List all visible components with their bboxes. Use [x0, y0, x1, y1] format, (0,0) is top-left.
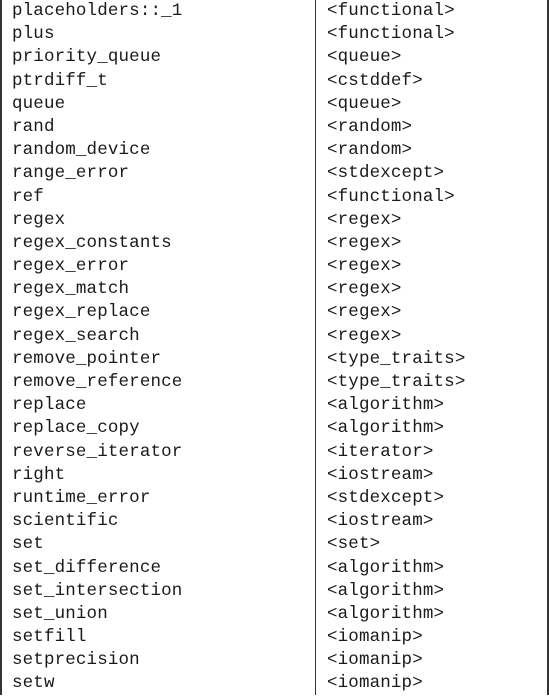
header-cell: <regex> — [327, 232, 402, 253]
name-cell: regex — [12, 209, 66, 230]
name-cell: ref — [12, 186, 44, 207]
table-row: set_difference <algorithm> — [0, 557, 549, 580]
name-cell: remove_reference — [12, 372, 183, 392]
table-row: random_device <random> — [0, 139, 549, 162]
header-cell: <iomanip> — [327, 673, 423, 694]
header-cell: <iterator> — [327, 441, 434, 462]
name-cell: regex_constants — [12, 232, 172, 253]
header-cell: <random> — [327, 116, 413, 137]
table-row: range_error <stdexcept> — [0, 162, 549, 185]
header-cell: <stdexcept> — [327, 487, 445, 508]
name-cell: ptrdiff_t — [12, 70, 108, 91]
table-row: regex <regex> — [0, 209, 549, 232]
table-row: setfill <iomanip> — [0, 626, 549, 649]
header-cell: <queue> — [327, 93, 402, 114]
header-cell: <algorithm> — [327, 557, 445, 578]
header-cell: <regex> — [327, 302, 402, 323]
table-row: placeholders::_1 <functional> — [0, 0, 549, 23]
name-cell: replace — [12, 395, 87, 416]
table-row: regex_match <regex> — [0, 278, 549, 301]
table-row: replace <algorithm> — [0, 394, 549, 417]
header-cell: <type_traits> — [327, 372, 466, 392]
name-cell: queue — [12, 93, 66, 114]
table-row: rand <random> — [0, 116, 549, 139]
header-cell: <functional> — [327, 186, 455, 207]
header-cell: <regex> — [327, 279, 402, 300]
name-cell: runtime_error — [12, 487, 151, 508]
header-cell: <algorithm> — [327, 395, 445, 416]
header-cell: <iomanip> — [327, 627, 423, 648]
name-cell: set — [12, 534, 44, 555]
table-row: plus <functional> — [0, 23, 549, 46]
header-cell: <algorithm> — [327, 418, 445, 439]
table-row: regex_search <regex> — [0, 325, 549, 348]
table-row: priority_queue <queue> — [0, 46, 549, 69]
table-row: ptrdiff_t <cstddef> — [0, 70, 549, 93]
name-cell: regex_error — [12, 256, 130, 277]
table-row: remove_pointer <type_traits> — [0, 348, 549, 371]
header-cell: <algorithm> — [327, 580, 445, 601]
table-row: regex_constants <regex> — [0, 232, 549, 255]
name-cell: regex_replace — [12, 302, 151, 323]
header-cell: <type_traits> — [327, 348, 466, 369]
table-row: scientific <iostream> — [0, 510, 549, 533]
name-cell: set_union — [12, 603, 108, 624]
header-cell: <regex> — [327, 209, 402, 230]
table-row: ref <functional> — [0, 186, 549, 209]
name-cell: setw — [12, 673, 55, 694]
name-cell: remove_pointer — [12, 348, 162, 369]
header-cell: <functional> — [327, 1, 455, 21]
table-row: setprecision <iomanip> — [0, 649, 549, 672]
name-cell: random_device — [12, 140, 151, 161]
name-cell: right — [12, 464, 66, 485]
header-cell: <regex> — [327, 256, 402, 277]
header-cell: <queue> — [327, 47, 402, 68]
header-cell: <set> — [327, 534, 381, 555]
header-cell: <algorithm> — [327, 603, 445, 624]
table-row: replace_copy <algorithm> — [0, 417, 549, 440]
name-cell: regex_match — [12, 279, 130, 300]
table-row: set_union <algorithm> — [0, 603, 549, 626]
header-cell: <regex> — [327, 325, 402, 346]
table-row: regex_error <regex> — [0, 255, 549, 278]
name-cell: reverse_iterator — [12, 441, 183, 462]
table-row: regex_replace <regex> — [0, 301, 549, 324]
name-cell: setprecision — [12, 650, 140, 671]
name-cell: scientific — [12, 511, 119, 532]
header-cell: <iomanip> — [327, 650, 423, 671]
table-row: set_intersection <algorithm> — [0, 580, 549, 603]
column-divider — [315, 0, 316, 695]
table-row: setw <iomanip> — [0, 672, 549, 695]
name-cell: range_error — [12, 163, 130, 184]
header-cell: <functional> — [327, 24, 455, 45]
table-row: reverse_iterator <iterator> — [0, 441, 549, 464]
table-row: queue <queue> — [0, 93, 549, 116]
header-cell: <iostream> — [327, 464, 434, 485]
header-cell: <random> — [327, 140, 413, 161]
header-cell: <iostream> — [327, 511, 434, 532]
name-cell: rand — [12, 116, 55, 137]
table-row: runtime_error <stdexcept> — [0, 487, 549, 510]
name-cell: set_intersection — [12, 580, 183, 601]
name-cell: setfill — [12, 627, 87, 648]
table-row: set <set> — [0, 533, 549, 556]
name-cell: plus — [12, 24, 55, 45]
table-row: right <iostream> — [0, 464, 549, 487]
name-cell: priority_queue — [12, 47, 162, 68]
header-cell: <cstddef> — [327, 70, 423, 91]
name-cell: placeholders::_1 — [12, 1, 183, 21]
name-cell: set_difference — [12, 557, 162, 578]
name-cell: regex_search — [12, 325, 140, 346]
header-cell: <stdexcept> — [327, 163, 445, 184]
table-row: remove_reference <type_traits> — [0, 371, 549, 394]
name-cell: replace_copy — [12, 418, 140, 439]
